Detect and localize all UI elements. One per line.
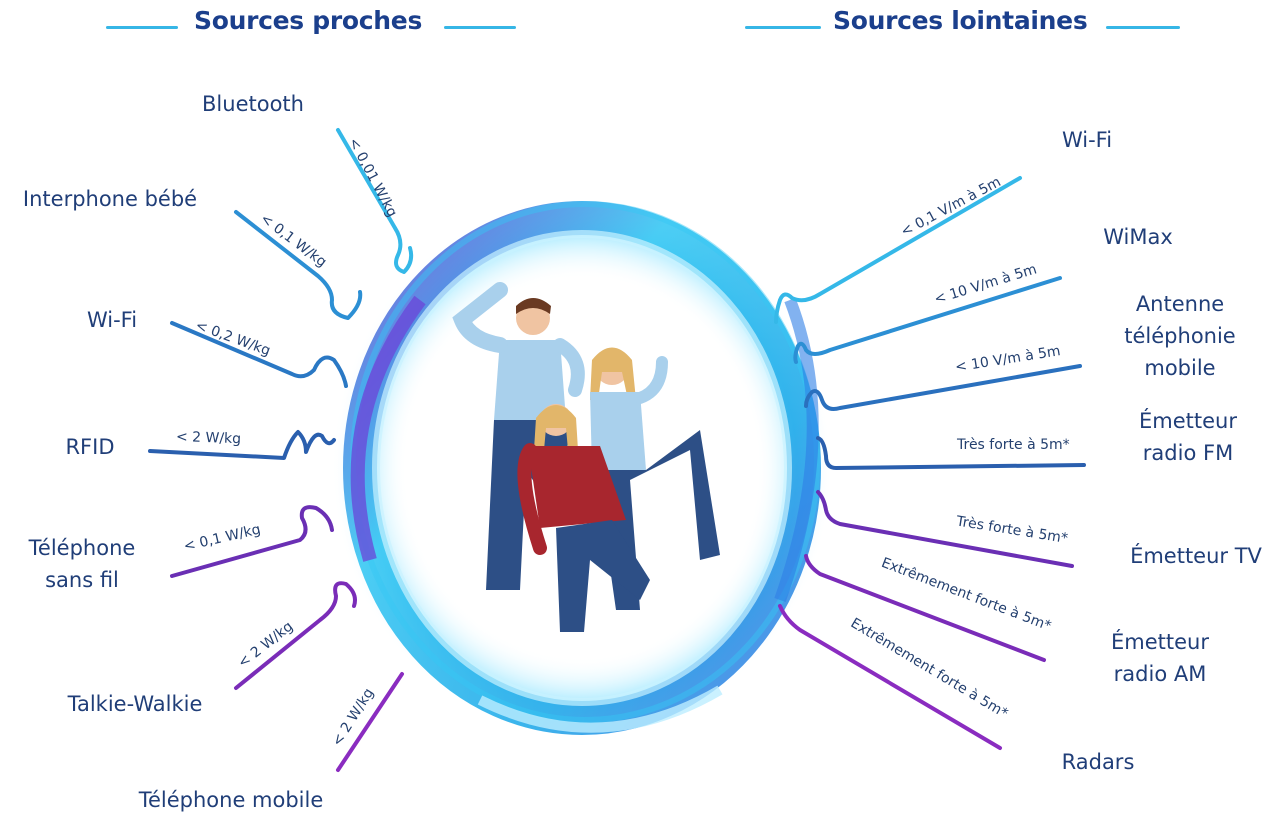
near-source-label: Talkie-Walkie [67, 692, 203, 716]
near-wave-line [336, 672, 404, 772]
near-source-label: Wi-Fi [86, 308, 138, 332]
near-wave-line [170, 321, 348, 388]
near-wave-line [336, 128, 414, 274]
far-wave-line [804, 364, 1082, 411]
near-heading-line-left [106, 26, 178, 29]
near-source-label: Bluetooth [202, 92, 304, 116]
far-source-label: Émetteur radio AM [1111, 630, 1209, 686]
far-wave-line [793, 276, 1062, 364]
near-heading-line-right [444, 26, 516, 29]
near-source-label: Téléphone sans fil [28, 536, 136, 592]
far-wave-line [816, 436, 1086, 470]
near-source-label: Interphone bébé [22, 187, 198, 211]
far-wave-line [804, 554, 1046, 662]
source-wave-lines [148, 128, 1086, 772]
far-wave-line [816, 490, 1074, 568]
energy-ring [332, 198, 832, 738]
far-source-label: Émetteur TV [1130, 544, 1262, 568]
far-exposure-value: Très forte à 5m* [957, 437, 1070, 453]
far-sources-heading: Sources lointaines [833, 6, 1088, 35]
near-wave-line [170, 505, 334, 578]
dancing-people-illustration [452, 282, 720, 632]
far-heading-line-right [1106, 26, 1180, 29]
near-source-label: RFID [65, 435, 115, 459]
near-source-label: Téléphone mobile [138, 788, 324, 812]
far-source-label: Radars [1061, 750, 1135, 774]
far-wave-line [774, 176, 1022, 324]
far-source-label: Wi-Fi [1061, 128, 1113, 152]
near-wave-line [234, 210, 363, 320]
far-source-label: Émetteur radio FM [1139, 409, 1237, 465]
far-wave-line [778, 604, 1002, 750]
near-wave-line [148, 430, 336, 460]
near-sources-heading: Sources proches [194, 6, 423, 35]
near-wave-line [234, 581, 357, 690]
far-source-label: WiMax [1103, 225, 1173, 249]
far-heading-line-left [745, 26, 821, 29]
far-source-label: Antenne téléphonie mobile [1124, 292, 1236, 380]
near-exposure-value: < 2 W/kg [175, 429, 242, 448]
